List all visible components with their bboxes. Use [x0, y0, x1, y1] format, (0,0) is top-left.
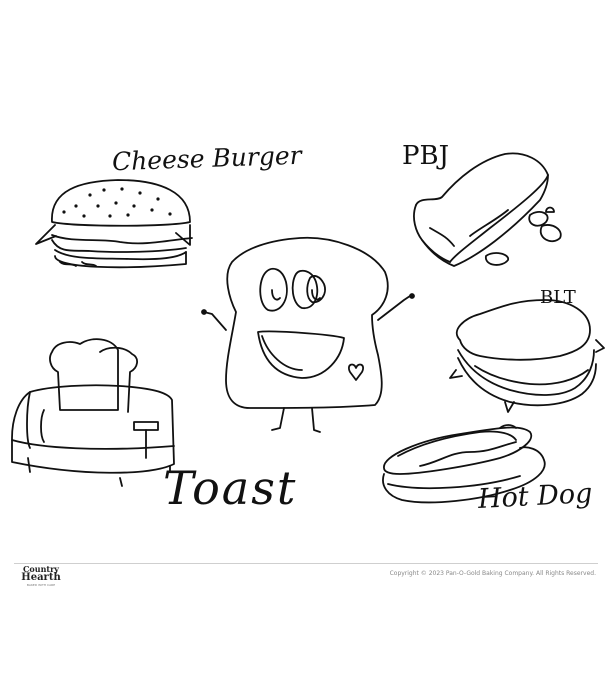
footer-divider — [14, 563, 598, 564]
blt-sandwich-drawing — [450, 300, 604, 412]
hot-dog-drawing — [383, 425, 545, 502]
coloring-page-artwork — [0, 0, 612, 560]
country-hearth-logo: Country Hearth BAKED WITH CARE — [20, 565, 62, 587]
copyright-text: Copyright © 2023 Pan-O-Gold Baking Compa… — [389, 570, 596, 577]
toast-label: Toast — [163, 461, 298, 515]
pbj-label: PBJ — [402, 141, 450, 171]
pbj-sandwich-drawing — [414, 153, 561, 266]
cheese-burger-drawing — [36, 180, 192, 267]
hot-dog-label: Hot Dog — [477, 478, 594, 515]
toast-character-drawing — [202, 238, 414, 432]
blt-label: BLT — [540, 287, 576, 308]
logo-tagline: BAKED WITH CARE — [26, 583, 56, 587]
toaster-drawing — [12, 339, 174, 486]
logo-text-top: Country — [23, 564, 59, 574]
logo-text-bottom: Hearth — [21, 572, 61, 583]
